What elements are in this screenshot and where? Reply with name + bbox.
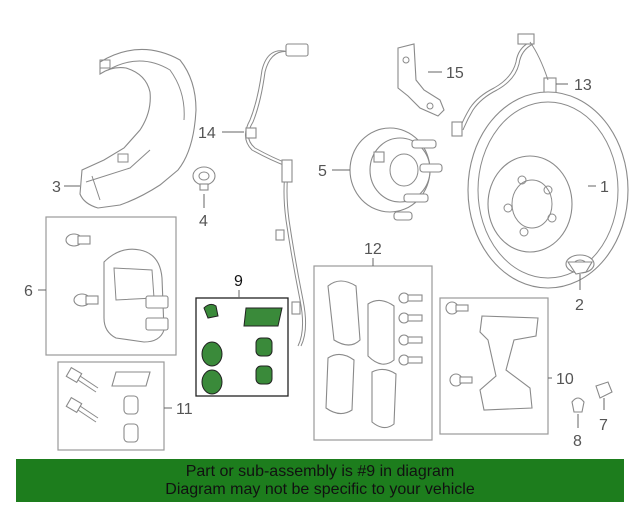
caliper-group-box	[45, 216, 177, 356]
notice-line-2: Diagram may not be specific to your vehi…	[165, 480, 475, 498]
kit-clip	[203, 303, 219, 319]
dust-shield-bolt-part[interactable]	[192, 166, 216, 191]
kit-boot-lower-left	[201, 369, 223, 395]
kit-shim	[243, 307, 283, 327]
callout-9: 9	[234, 273, 243, 290]
callout-7: 7	[599, 417, 608, 434]
callout-3: 3	[52, 179, 61, 196]
abs-sensor-wire-part[interactable]	[245, 43, 309, 347]
callout-1: 1	[600, 179, 609, 196]
bracket-bolt-lower[interactable]	[449, 373, 473, 387]
highlighted-parts[interactable]	[201, 303, 283, 395]
callout-6: 6	[24, 283, 33, 300]
kit-boot-upper-left	[201, 341, 223, 367]
guide-pin-lower[interactable]	[65, 396, 99, 423]
callout-13: 13	[574, 77, 592, 94]
bracket-bolt-upper[interactable]	[445, 301, 469, 315]
brake-hose-part[interactable]	[451, 33, 557, 137]
bleeder-screw-part[interactable]	[595, 381, 613, 399]
caliper-part[interactable]	[103, 248, 169, 343]
caliper-bracket-bolts[interactable]	[398, 292, 423, 366]
callout-10: 10	[556, 371, 574, 388]
pin-boot-upper[interactable]	[123, 395, 139, 415]
caliper-bolt-lower[interactable]	[73, 293, 99, 307]
callout-labels: 1 2 3 4 5 6 7 8 9 10 11 12 13 14 15	[24, 65, 609, 450]
caliper-bracket-part[interactable]	[479, 315, 539, 411]
bracket-part[interactable]	[397, 43, 445, 117]
callout-2: 2	[575, 297, 584, 314]
callout-5: 5	[318, 163, 327, 180]
dust-shield-part[interactable]	[79, 48, 197, 209]
highlighted-kit-box	[195, 297, 289, 397]
guide-pin-upper[interactable]	[65, 366, 99, 393]
rotor-screw-part[interactable]	[565, 254, 595, 275]
callout-8: 8	[573, 433, 582, 450]
anti-rattle-clip[interactable]	[111, 371, 151, 387]
caliper-bolt-upper[interactable]	[65, 233, 91, 247]
diagram-notice-banner: Part or sub-assembly is #9 in diagram Di…	[16, 459, 624, 502]
pin-boot-lower[interactable]	[123, 423, 139, 443]
bleeder-cap-part[interactable]	[571, 397, 585, 413]
callout-12: 12	[364, 241, 382, 258]
callout-4: 4	[199, 213, 208, 230]
hardware-kit-box	[57, 361, 165, 451]
brake-pads-part[interactable]	[325, 280, 397, 429]
notice-line-1: Part or sub-assembly is #9 in diagram	[185, 462, 455, 480]
leader-lines	[38, 71, 605, 428]
callout-11: 11	[176, 401, 193, 418]
kit-bushing-upper-right	[255, 337, 273, 357]
caliper-bracket-box	[439, 297, 549, 435]
kit-bushing-lower-right	[255, 365, 273, 385]
brake-rotor-part[interactable]	[467, 91, 629, 289]
callout-14: 14	[198, 125, 216, 142]
callout-15: 15	[446, 65, 464, 82]
hub-bearing-part[interactable]	[349, 127, 443, 221]
